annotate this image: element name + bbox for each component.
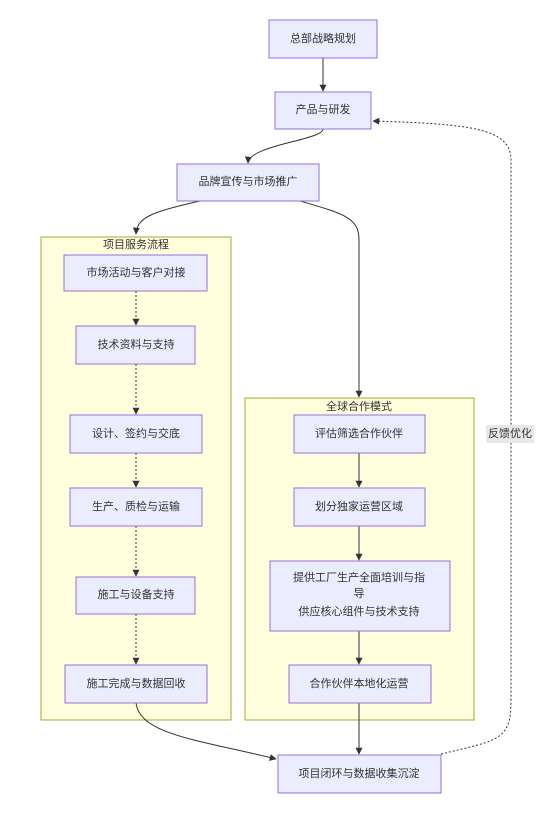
node-label: 划分独家运营区域 bbox=[315, 499, 403, 513]
node-label: 施工完成与数据回收 bbox=[87, 676, 186, 690]
cluster-title-project-service: 项目服务流程 bbox=[103, 237, 169, 251]
edge-rd-to-brand bbox=[244, 128, 324, 164]
node-evaluate-partner[interactable]: 评估筛选合作伙伴 bbox=[293, 414, 426, 454]
node-tech-support[interactable]: 技术资料与支持 bbox=[75, 325, 196, 365]
node-label: 技术资料与支持 bbox=[98, 337, 175, 351]
edges bbox=[132, 58, 512, 761]
node-brand-marketing[interactable]: 品牌宣传与市场推广 bbox=[176, 163, 320, 202]
edge-brand-to-global bbox=[299, 200, 363, 398]
edge-feedback-loop bbox=[372, 117, 512, 755]
node-label: 项目闭环与数据收集沉淀 bbox=[299, 766, 420, 780]
node-label: 设计、签约与交底 bbox=[92, 426, 180, 440]
node-training-support[interactable]: 提供工厂生产全面培训与指 导 供应核心组件与技术支持 bbox=[269, 560, 451, 632]
node-local-operation[interactable]: 合作伙伴本地化运营 bbox=[288, 664, 432, 704]
node-label: 总部战略规划 bbox=[290, 31, 356, 45]
node-strategy[interactable]: 总部战略规划 bbox=[268, 19, 378, 59]
node-closed-loop[interactable]: 项目闭环与数据收集沉淀 bbox=[277, 754, 442, 794]
cluster-title-global-cooperation: 全球合作模式 bbox=[326, 399, 392, 413]
node-label: 评估筛选合作伙伴 bbox=[315, 426, 403, 440]
node-label: 品牌宣传与市场推广 bbox=[199, 174, 298, 188]
node-label: 市场活动与客户对接 bbox=[87, 265, 186, 279]
feedback-label: 反馈优化 bbox=[488, 426, 532, 440]
edge-completion-to-closed-loop bbox=[135, 702, 277, 761]
node-label: 合作伙伴本地化运营 bbox=[310, 676, 409, 690]
node-construction[interactable]: 施工与设备支持 bbox=[75, 576, 196, 615]
node-market-activity[interactable]: 市场活动与客户对接 bbox=[63, 254, 208, 292]
edge-brand-to-project bbox=[132, 200, 201, 235]
node-label: 施工与设备支持 bbox=[98, 587, 175, 601]
node-production[interactable]: 生产、质检与运输 bbox=[69, 487, 203, 527]
node-label: 生产、质检与运输 bbox=[92, 499, 180, 513]
node-exclusive-region[interactable]: 划分独家运营区域 bbox=[293, 487, 426, 527]
node-product-rd[interactable]: 产品与研发 bbox=[274, 91, 372, 130]
node-label-line2: 导 bbox=[354, 587, 365, 600]
node-label-line3: 供应核心组件与技术支持 bbox=[299, 604, 420, 618]
node-completion[interactable]: 施工完成与数据回收 bbox=[64, 664, 208, 704]
node-design-sign[interactable]: 设计、签约与交底 bbox=[69, 414, 203, 454]
edge-label-feedback: 反馈优化 bbox=[486, 425, 534, 443]
node-label: 产品与研发 bbox=[296, 102, 351, 116]
node-label-line1: 提供工厂生产全面培训与指 bbox=[293, 570, 425, 584]
